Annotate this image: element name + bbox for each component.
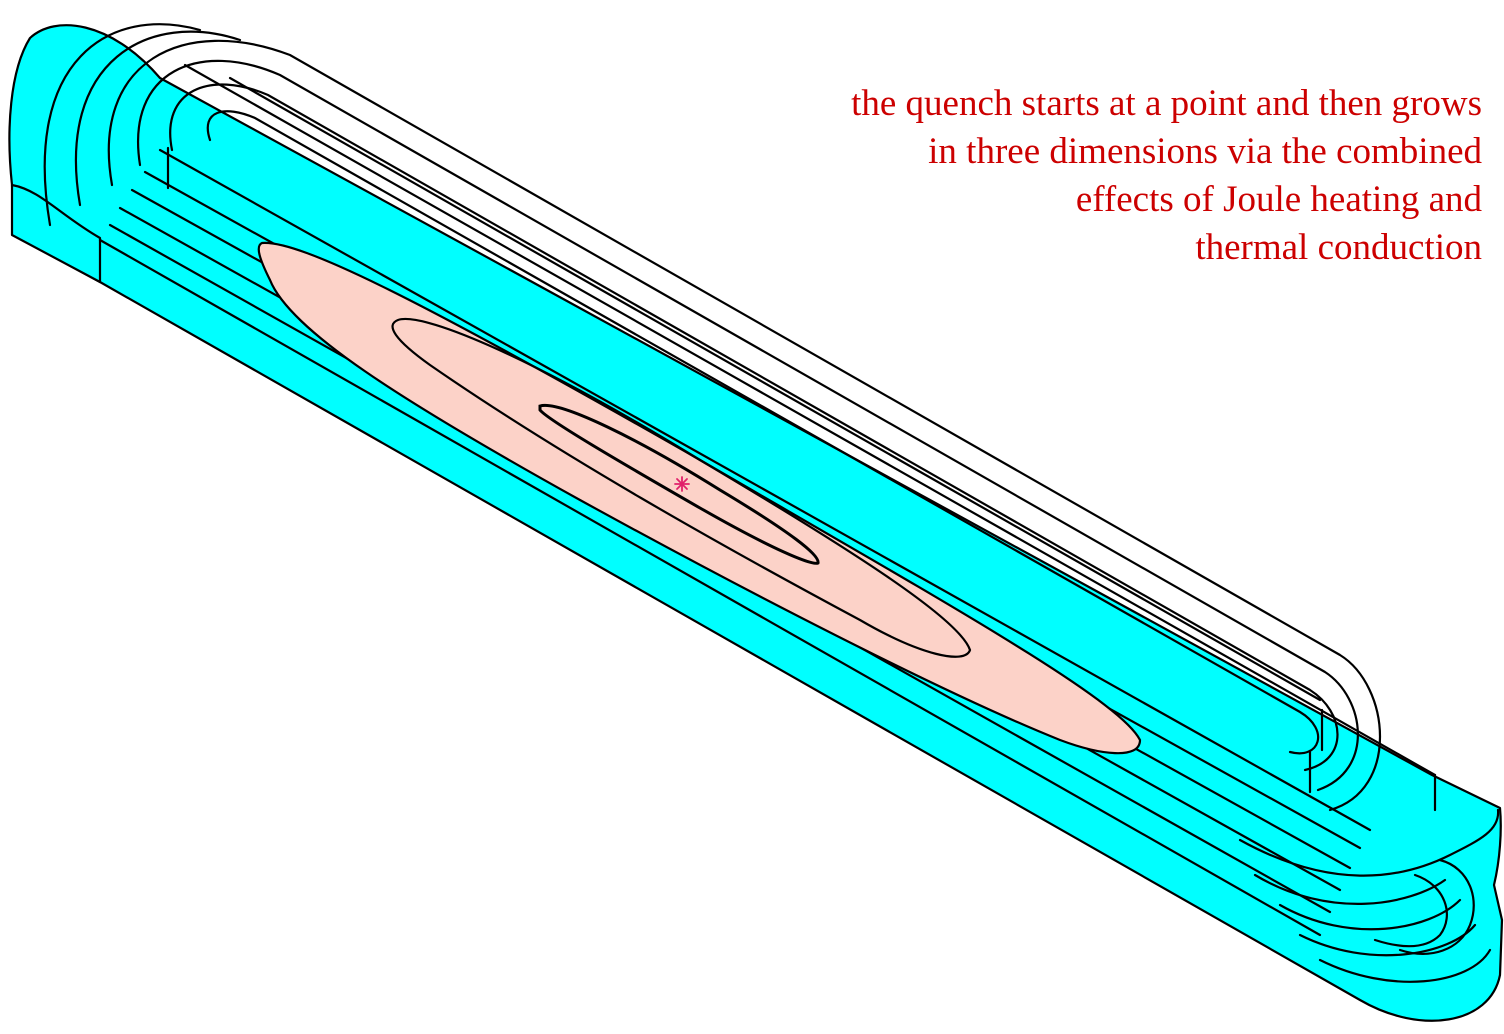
coil-turn [137,59,1359,792]
coil-turn [1373,873,1448,948]
coil-turn [74,30,242,207]
quench-zone-inner [538,403,820,565]
coil-turn [169,83,1339,772]
coil-turn [43,23,202,227]
coil-edge-line [98,238,1322,937]
coil-turn [1318,948,1492,983]
caption-line: the quench starts at a point and then gr… [851,83,1482,124]
coil-turn [107,39,1382,812]
quench-origin-icon [674,476,690,492]
coil-edge-line [183,63,1437,777]
coil-turn [206,110,1320,755]
coil-edge-line [228,76,1322,702]
coil-turn [1238,808,1500,877]
caption-line: in three dimensions via the combined [928,131,1482,172]
quench-zone-middle [391,317,972,658]
coil-turn [1253,873,1447,905]
caption: the quench starts at a point and then gr… [722,80,1482,272]
caption-line: effects of Joule heating and [1075,179,1482,220]
quench-zone [257,241,1142,755]
quench-zone-outer [257,241,1142,755]
coil-lower-lip [10,183,102,284]
coil-turn [1398,858,1475,955]
coil-edge-line [158,148,1372,832]
caption-line: thermal conduction [1195,227,1482,268]
